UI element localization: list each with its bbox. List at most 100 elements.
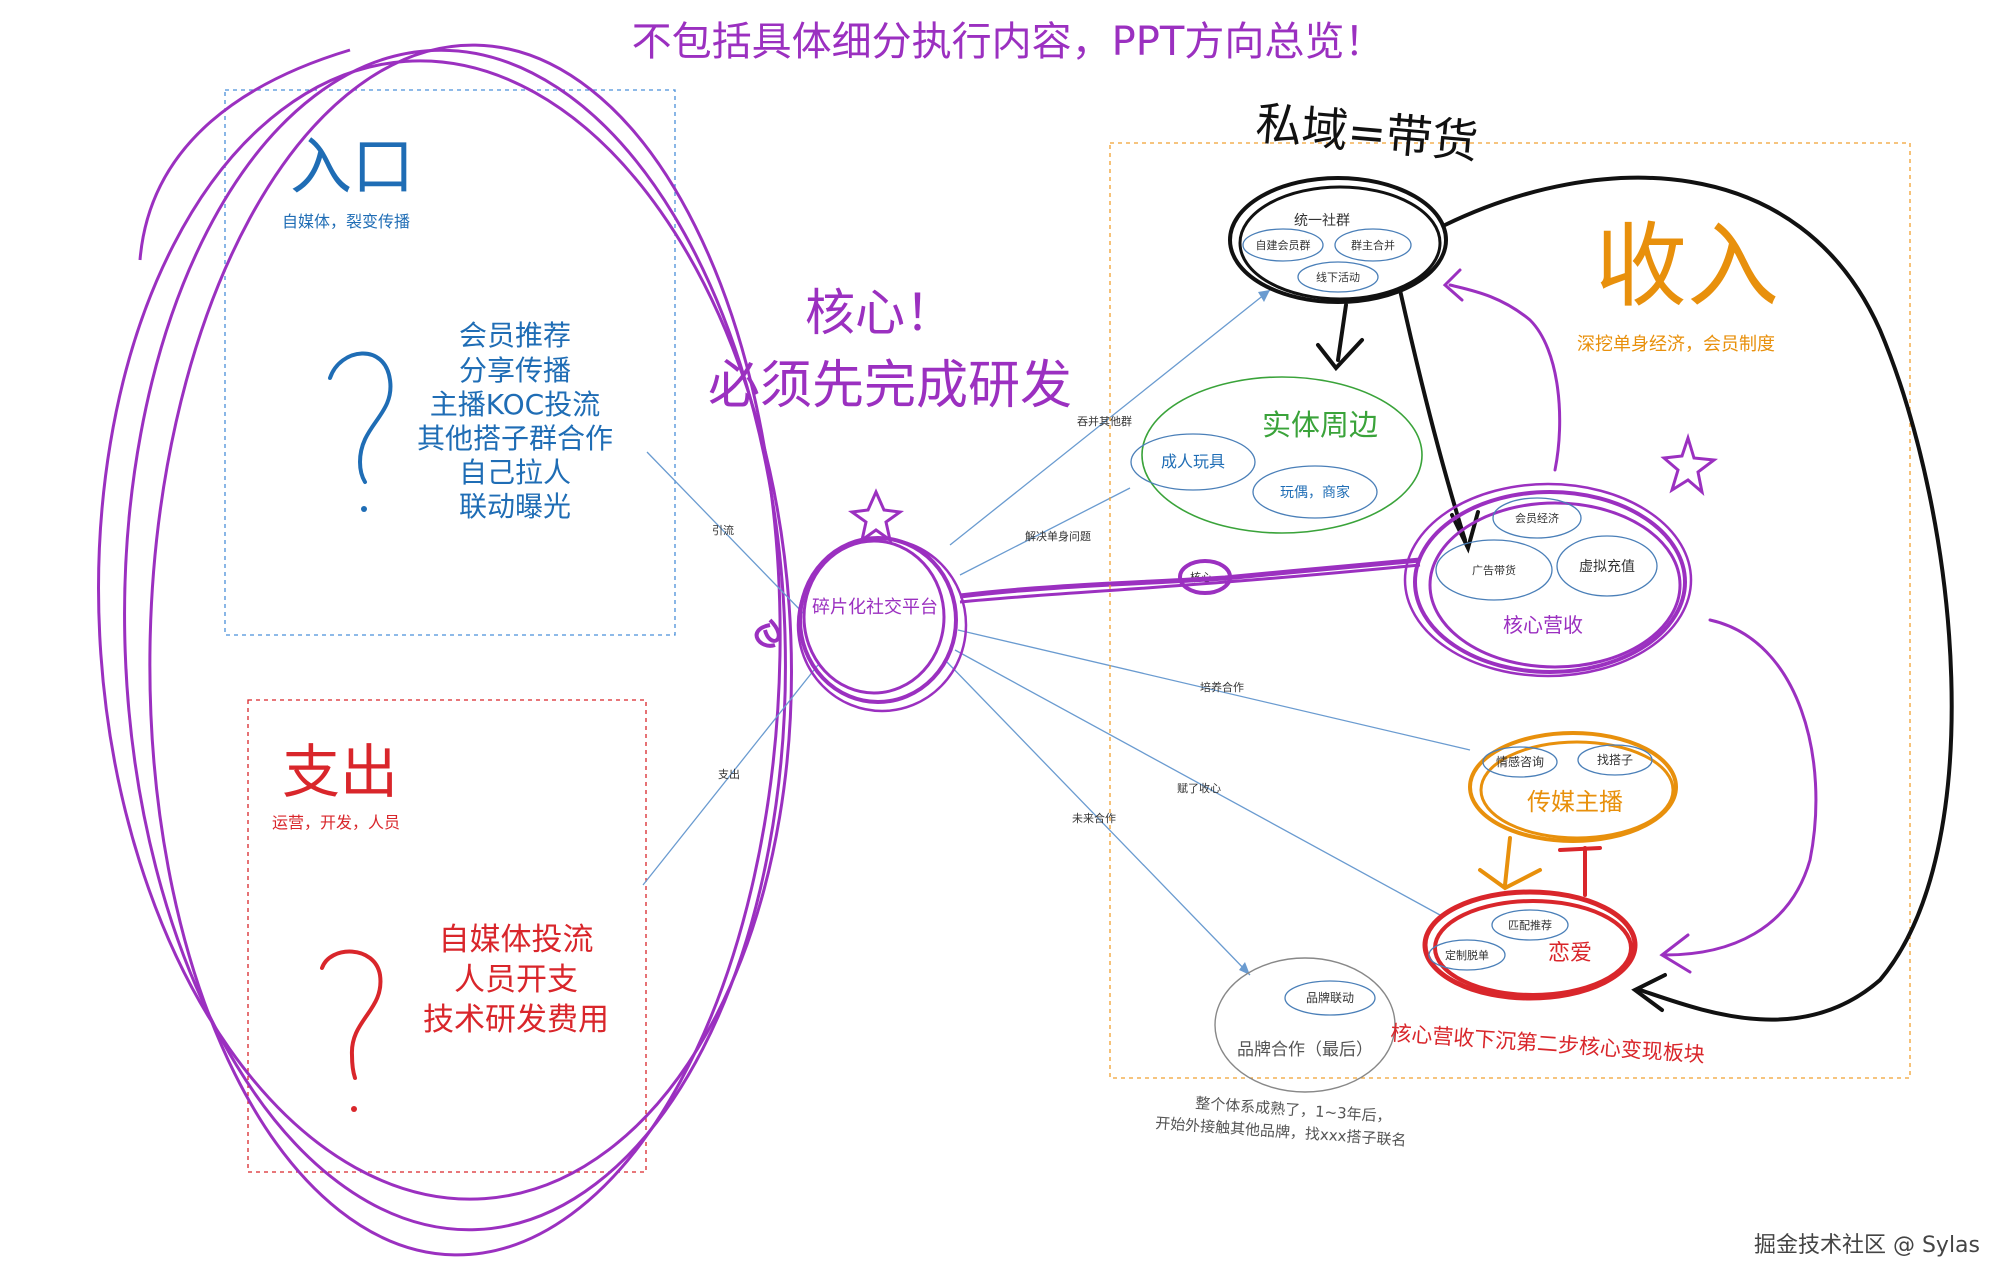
entry-items-list: 会员推荐 分享传播 主播KOC投流 其他搭子群合作 自己拉人 联动曝光 xyxy=(417,319,613,523)
community-item-bubble xyxy=(1297,261,1379,293)
edge-label-future: 未来合作 xyxy=(1072,811,1116,825)
core-revenue-item-bubble xyxy=(1435,539,1553,601)
core-revenue-item-bubble xyxy=(1556,535,1658,597)
entry-question-dot xyxy=(361,506,367,512)
love-node[interactable] xyxy=(1422,889,1638,1001)
media-item-bubble xyxy=(1482,746,1558,778)
arrow-head xyxy=(1631,973,1667,1012)
revenue-box xyxy=(1109,142,1911,1079)
expense-question-mark-icon xyxy=(320,949,383,1080)
header-note: 不包括具体细分执行内容，PPT方向总览！ xyxy=(632,19,1385,65)
edge-traffic xyxy=(646,451,806,616)
arrow-head xyxy=(1442,268,1464,302)
edge-cultivate xyxy=(957,629,1471,751)
entry-question-mark-icon xyxy=(328,351,393,484)
edge-solve-single xyxy=(959,487,1131,576)
edge-label-empower: 赋了收心 xyxy=(1177,781,1221,795)
entry-item: 其他搭子群合作 xyxy=(417,422,613,455)
merch-item-bubble xyxy=(1252,465,1378,519)
merch-item-bubble xyxy=(1130,433,1256,491)
brand-node[interactable] xyxy=(1214,957,1396,1093)
core-line-2 xyxy=(959,563,1421,604)
expense-item: 技术研发费用 xyxy=(423,1002,609,1038)
media-item: 情感咨询 xyxy=(1496,754,1544,769)
entry-subtitle: 自媒体，裂变传播 xyxy=(282,212,410,231)
expense-subtitle: 运营，开发，人员 xyxy=(272,813,400,832)
core-star-icon xyxy=(1660,433,1718,496)
core-revenue-node[interactable] xyxy=(1403,482,1693,678)
arrow-head xyxy=(1450,510,1480,554)
core-revenue-label: 核心营收 xyxy=(1503,613,1583,637)
edge-future xyxy=(944,659,1251,976)
love-label: 恋爱 xyxy=(1548,941,1592,966)
core-line xyxy=(959,557,1421,599)
love-item-bubble xyxy=(1491,909,1569,941)
platform-star-icon xyxy=(848,488,904,544)
arrow-love-to-media xyxy=(1558,846,1602,897)
expense-item: 人员开支 xyxy=(454,962,578,998)
entry-item: 主播KOC投流 xyxy=(430,388,600,421)
arrow-head xyxy=(1316,338,1364,372)
arrow-head xyxy=(1659,933,1692,974)
entry-title: 入口 xyxy=(290,130,414,203)
expense-items-list: 自媒体投流 人员开支 技术研发费用 xyxy=(423,922,609,1038)
edge-label-expense: 支出 xyxy=(718,767,740,781)
edge-empower xyxy=(954,649,1441,916)
brand-item: 品牌联动 xyxy=(1306,991,1354,1005)
community-item-bubble xyxy=(1334,228,1412,262)
expense-question-dot xyxy=(351,1106,357,1112)
community-node[interactable] xyxy=(1228,176,1448,304)
arrow-core-to-love xyxy=(1663,618,1818,957)
arrow-community-to-love xyxy=(1443,175,1954,1022)
edge-label-solve-single: 解决单身问题 xyxy=(1025,529,1091,543)
community-item: 自建会员群 xyxy=(1256,238,1311,252)
black-arrows xyxy=(1316,175,1954,1022)
edge-labels: 引流 支出 吞并其他群 解决单身问题 核心 培养合作 赋了收心 未来合作 xyxy=(712,414,1244,825)
revenue-subtitle: 深挖单身经济，会员制度 xyxy=(1577,334,1775,355)
love-item-bubble xyxy=(1428,939,1506,971)
entry-item: 分享传播 xyxy=(459,354,571,387)
media-item: 找搭子 xyxy=(1597,753,1633,767)
edge-label-merge-groups: 吞并其他群 xyxy=(1077,414,1132,428)
private-domain-title: 私域=带货 xyxy=(1254,96,1480,169)
merch-node[interactable] xyxy=(1141,376,1423,534)
revenue-title: 收入 xyxy=(1595,213,1779,320)
entry-item: 联动曝光 xyxy=(459,490,571,523)
community-item: 线下活动 xyxy=(1316,270,1360,284)
media-node[interactable] xyxy=(1468,731,1678,843)
arrow-community-to-core xyxy=(1398,288,1467,542)
core-note-line2: 必须先完成研发 xyxy=(708,356,1072,416)
core-revenue-item: 虚拟充值 xyxy=(1579,559,1635,575)
merch-label: 实体周边 xyxy=(1262,408,1378,442)
arrow-community-to-merch xyxy=(1336,303,1348,362)
purple-arrows xyxy=(1442,268,1818,974)
community-item-bubble xyxy=(1242,228,1324,262)
expense-box xyxy=(247,699,647,1173)
merch-item: 成人玩具 xyxy=(1161,452,1225,471)
arrow-media-to-love xyxy=(1478,836,1542,891)
community-label: 统一社群 xyxy=(1294,213,1350,229)
sink-note: 核心营收下沉第二步核心变现板块 xyxy=(1390,1021,1706,1067)
watermark: 掘金技术社区 @ Sylas xyxy=(1754,1233,1980,1258)
left-scribble xyxy=(97,43,793,1257)
platform-node[interactable] xyxy=(796,536,968,713)
platform-label: 碎片化社交平台 xyxy=(812,597,938,618)
brand-label: 品牌合作（最后） xyxy=(1237,1040,1373,1060)
arrow-core-to-community xyxy=(1448,283,1562,472)
edge-label-cultivate: 培养合作 xyxy=(1200,680,1244,694)
platform-left-tail xyxy=(754,618,781,648)
love-item: 定制脱单 xyxy=(1445,948,1489,962)
core-revenue-item-bubble xyxy=(1492,497,1582,539)
core-revenue-item: 广告带货 xyxy=(1472,563,1516,577)
core-revenue-item: 会员经济 xyxy=(1515,511,1559,525)
community-item: 群主合并 xyxy=(1351,238,1395,252)
media-label: 传媒主播 xyxy=(1527,788,1623,816)
edge-label-traffic: 引流 xyxy=(712,523,734,537)
core-note-line1: 核心！ xyxy=(805,284,955,342)
love-item: 匹配推荐 xyxy=(1508,918,1552,932)
expense-item: 自媒体投流 xyxy=(439,922,594,958)
media-item-bubble xyxy=(1577,744,1653,776)
core-line-knot xyxy=(1178,559,1232,595)
entry-item: 自己拉人 xyxy=(459,456,571,489)
